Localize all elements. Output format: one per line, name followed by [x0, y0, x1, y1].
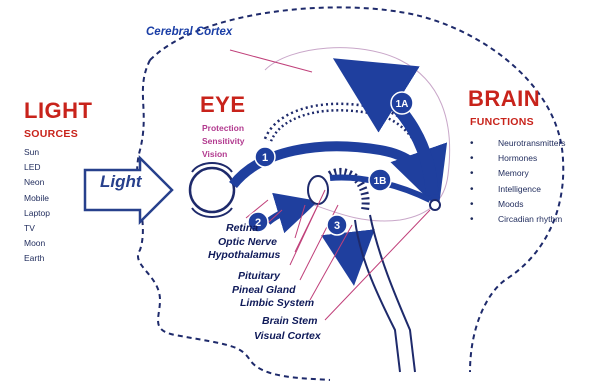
light-source-item: Neon: [24, 175, 50, 190]
badge-1: 1: [262, 152, 268, 164]
eye-function-item: Protection: [202, 122, 245, 135]
brain-function-item: Circadian rhythm: [470, 212, 566, 227]
brain-functions-list: Neurotransmitters Hormones Memory Intell…: [470, 136, 566, 227]
badge-1b: 1B: [374, 176, 387, 187]
label-visual-cortex: Visual Cortex: [254, 330, 321, 342]
brain-function-item: Moods: [470, 197, 566, 212]
pathway-2-arrow: [268, 205, 305, 222]
label-pituitary: Pituitary: [238, 270, 280, 282]
eye-functions-list: Protection Sensitivity Vision: [202, 122, 245, 161]
eyeball: [190, 168, 234, 212]
light-source-item: Moon: [24, 236, 50, 251]
eye-function-item: Sensitivity: [202, 135, 245, 148]
light-source-item: Earth: [24, 251, 50, 266]
light-source-item: Sun: [24, 145, 50, 160]
brain-function-item: Memory: [470, 166, 566, 181]
badge-1a: 1A: [396, 99, 409, 110]
label-optic-nerve: Optic Nerve: [218, 236, 277, 248]
label-limbic-system: Limbic System: [240, 297, 314, 309]
badge-3: 3: [334, 220, 340, 232]
light-source-item: LED: [24, 160, 50, 175]
eye-function-item: Vision: [202, 148, 245, 161]
cerebral-cortex-label: Cerebral Cortex: [146, 26, 232, 38]
label-hypothalamus: Hypothalamus: [208, 249, 280, 261]
brain-subtitle: FUNCTIONS: [470, 116, 534, 128]
light-source-item: Laptop: [24, 206, 50, 221]
label-pineal-gland: Pineal Gland: [232, 284, 296, 296]
light-subtitle: SOURCES: [24, 128, 78, 140]
brain-function-item: Hormones: [470, 151, 566, 166]
visual-cortex-node: [430, 200, 440, 210]
eye-title: EYE: [200, 92, 246, 118]
brain-function-item: Intelligence: [470, 182, 566, 197]
light-source-item: Mobile: [24, 191, 50, 206]
light-arrow-label: Light: [100, 172, 142, 192]
label-brain-stem: Brain Stem: [262, 315, 317, 327]
light-sources-list: Sun LED Neon Mobile Laptop TV Moon Earth: [24, 145, 50, 267]
brain-function-item: Neurotransmitters: [470, 136, 566, 151]
brain-title: BRAIN: [468, 86, 540, 112]
light-title: LIGHT: [24, 98, 93, 124]
label-retina: Retina: [226, 222, 258, 234]
light-source-item: TV: [24, 221, 50, 236]
